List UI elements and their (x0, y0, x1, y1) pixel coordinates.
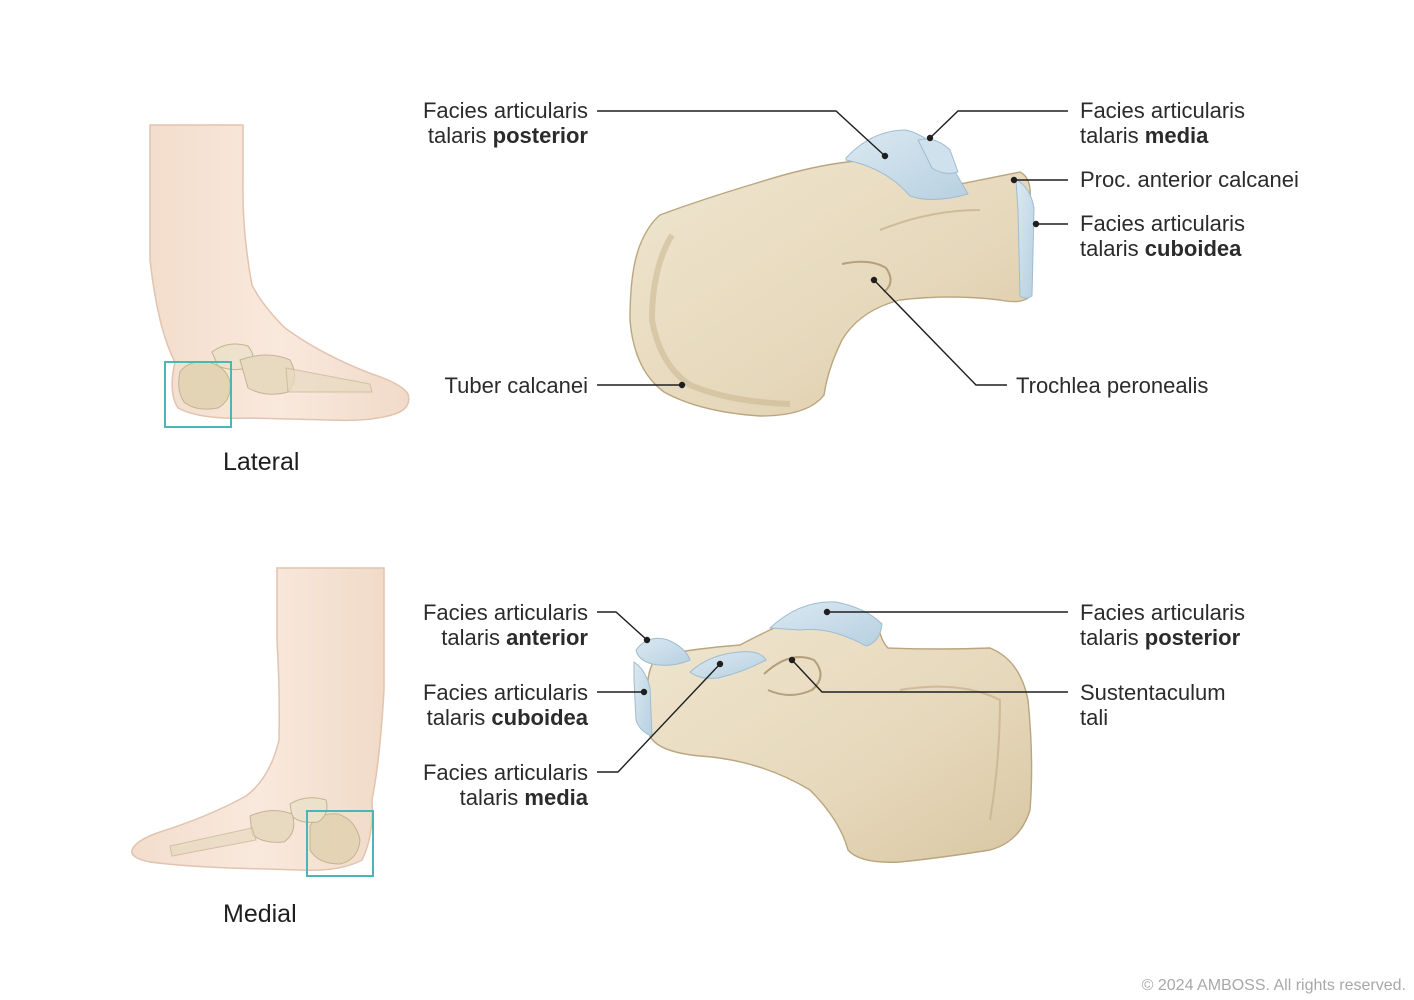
medial-anterior-facet (635, 637, 691, 666)
dot-med-media (716, 660, 724, 668)
dot-med-cuboid (640, 688, 648, 696)
leader-lat-posterior (597, 110, 886, 157)
leader-med-anterior (597, 611, 648, 641)
label-lat-tuber-calcanei: Tuber calcanei (444, 373, 588, 398)
label-med-facies-anterior: Facies articularis talaris anterior (422, 600, 588, 650)
lateral-calcaneus-highlight-box (164, 361, 232, 428)
leader-lat-media (929, 110, 1068, 139)
lateral-calcaneus-small (178, 361, 231, 410)
dot-med-anterior (643, 636, 651, 644)
lateral-foot-bones (178, 343, 373, 410)
leader-lat-trochlea (873, 279, 1007, 386)
label-lat-facies-cuboidea: Facies articularis talaris cuboidea (1080, 211, 1246, 261)
medial-metatarsals-small (169, 827, 257, 857)
leader-lines (597, 110, 1068, 773)
lateral-trochlea-ridge (841, 260, 892, 293)
lateral-metatarsals-small (285, 367, 373, 393)
label-lat-proc-anterior: Proc. anterior calcanei (1080, 167, 1299, 192)
leader-med-sustentaculum (791, 659, 1068, 693)
dot-lat-posterior (881, 152, 889, 160)
medial-calcaneus-body (646, 609, 1033, 863)
medial-foot-bones (169, 797, 361, 865)
lateral-calcaneus-bone (629, 129, 1035, 417)
dot-med-posterior (823, 608, 831, 616)
lateral-calcaneus-body (629, 159, 1031, 417)
label-med-facies-posterior: Facies articularis talaris posterior (1080, 600, 1246, 650)
medial-posterior-facet (768, 601, 883, 647)
leader-med-media (597, 663, 721, 773)
medial-calcaneus-bone (633, 601, 1033, 863)
dot-lat-cuboid (1032, 220, 1040, 228)
copyright-notice: © 2024 AMBOSS. All rights reserved. (1141, 977, 1406, 994)
lateral-groove (879, 209, 981, 231)
label-med-facies-cuboidea: Facies articularis talaris cuboidea (422, 680, 588, 730)
lateral-leg-and-foot (149, 124, 410, 422)
medial-foot-illustration (131, 567, 385, 877)
dot-lat-trochlea (870, 276, 878, 284)
dot-lat-media (926, 134, 934, 142)
lateral-tuber-rim (648, 233, 791, 407)
label-med-sustentaculum-tali: Sustentaculum tali (1080, 680, 1226, 730)
medial-body-contour (899, 685, 1002, 821)
dot-med-sustentaculum (788, 656, 796, 664)
medial-calcaneus-highlight-box (306, 810, 374, 877)
medial-calcaneus-small (309, 813, 361, 865)
medial-tarsals-small (249, 810, 295, 843)
label-med-facies-media: Facies articularis talaris media (422, 760, 588, 810)
label-lat-facies-posterior: Facies articularis talaris posterior (422, 98, 588, 148)
medial-view-title: Medial (223, 900, 297, 928)
lateral-view-title: Lateral (223, 448, 300, 476)
lateral-cuboid-facet (1015, 179, 1035, 299)
label-lat-facies-media: Facies articularis talaris media (1080, 98, 1246, 148)
label-lat-trochlea-peronealis: Trochlea peronealis (1016, 373, 1209, 398)
dot-lat-proc (1010, 176, 1018, 184)
dot-lat-tuber (678, 381, 686, 389)
medial-media-facet (689, 651, 767, 679)
lateral-foot-illustration (149, 124, 410, 428)
